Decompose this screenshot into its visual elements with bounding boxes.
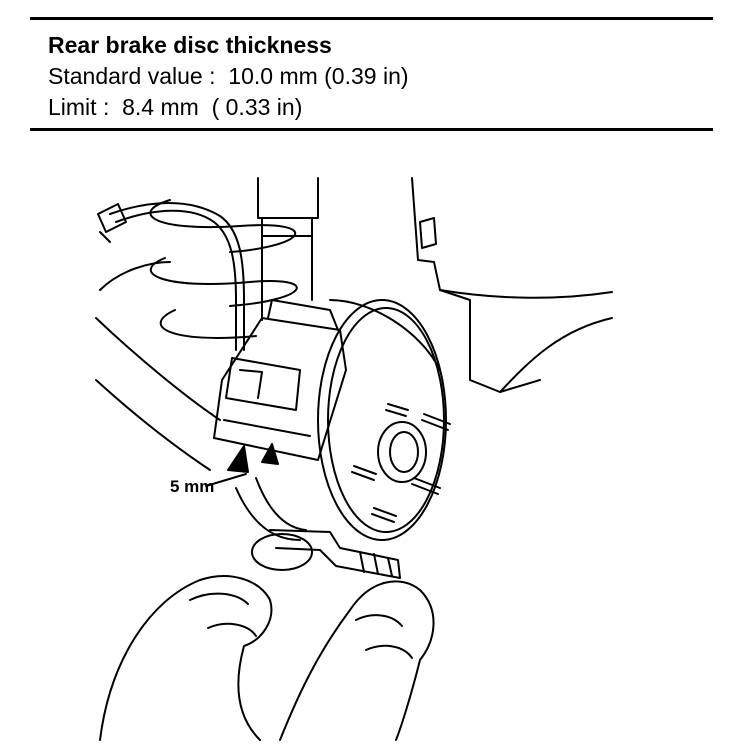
top-rule: [30, 17, 713, 20]
brake-hose: [97, 202, 245, 351]
limit-text: Limit : 8.4 mm ( 0.33 in): [48, 94, 303, 120]
coil-spring: [149, 199, 298, 339]
fender-outline: [411, 177, 613, 393]
brake-measurement-illustration: 5 mm: [0, 140, 736, 746]
brake-disc: [317, 299, 447, 541]
wheel-studs: [351, 403, 451, 523]
standard-value-text: Standard value : 10.0 mm (0.39 in): [48, 63, 409, 89]
hands: [99, 575, 435, 741]
micrometer: [235, 477, 401, 579]
spec-title: Rear brake disc thickness: [48, 32, 332, 58]
bottom-rule: [30, 128, 713, 131]
shock-absorber: [257, 177, 319, 321]
suspension-arm: [95, 261, 221, 471]
spec-block: Rear brake disc thickness Standard value…: [48, 30, 409, 123]
thickness-callout: 5 mm: [170, 477, 214, 496]
measurement-arrows: [205, 443, 279, 487]
brake-caliper: [213, 299, 347, 461]
